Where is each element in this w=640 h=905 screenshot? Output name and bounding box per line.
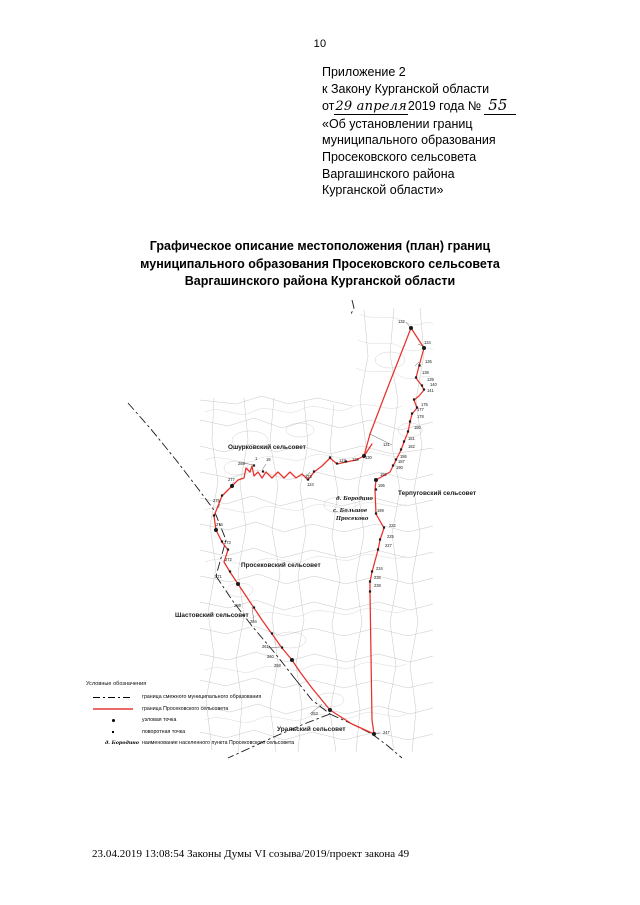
label-bolshoe: с. Большое xyxy=(333,508,368,514)
boundary-point-label: 247 xyxy=(383,730,391,735)
document-footer: 23.04.2019 13:08:54 Законы Думы VI созыв… xyxy=(92,848,410,860)
boundary-map: Ошурковский сельсовет Терпуговский сельс… xyxy=(0,300,640,770)
date-prefix: от xyxy=(322,99,335,114)
boundary-point-label: 199 xyxy=(377,508,385,513)
legend-label-settlement-name: наименование населенного пункта Просеков… xyxy=(142,740,295,747)
boundary-point-label: 195 xyxy=(378,483,386,488)
label-uralsky: Уральский сельсовет xyxy=(277,725,346,733)
legend-item-adjacent-boundary: граница смежного муниципального образова… xyxy=(84,692,384,704)
map-legend: Условные обозначения граница смежного му… xyxy=(84,681,384,749)
label-borodino: д. Бородино xyxy=(336,496,373,502)
label-prosekovo: Просеково xyxy=(335,516,369,522)
boundary-point-label: 274 xyxy=(216,522,224,527)
legend-item-node-point: узловая точка xyxy=(84,715,384,727)
legend-title: Условные обозначения xyxy=(86,681,147,687)
law-name-line-4: Варгашинского района xyxy=(322,166,455,181)
boundary-point-label: 271 xyxy=(215,574,223,579)
boundary-point-label: 258 xyxy=(274,663,282,668)
boundary-point-label: 190 xyxy=(396,465,404,470)
boundary-point-label: 227 xyxy=(385,543,393,548)
boundary-point-label: 234 xyxy=(376,566,384,571)
boundary-point-label: 238 xyxy=(374,583,382,588)
adjacent-boundary-lines xyxy=(127,300,403,759)
settlement-labels: Ошурковский сельсовет Терпуговский сельс… xyxy=(175,443,476,733)
date-middle: 2019 года № xyxy=(407,99,482,114)
handwritten-date: 29 апреля xyxy=(334,99,408,116)
label-shastovsky: Шастовский сельсовет xyxy=(175,611,249,619)
turn-point-icon xyxy=(84,726,142,738)
boundary-point-label: 132 xyxy=(398,319,406,324)
boundary-point-label: 130 xyxy=(365,455,373,460)
boundary-point-label: 127 xyxy=(339,458,347,463)
boundary-point-label: 269 xyxy=(234,603,242,608)
boundary-point-label: 275 xyxy=(213,498,221,503)
boundary-point-label: 124 xyxy=(307,482,315,487)
handwritten-law-number: 55 xyxy=(484,96,517,116)
page-title-line-1: Графическое описание местоположения (пла… xyxy=(149,239,491,253)
settlement-name-sample: д. Бородино xyxy=(104,740,139,747)
red-line-icon xyxy=(84,703,142,715)
legend-label-node-point: узловая точка xyxy=(142,717,177,724)
dash-dot-line-icon xyxy=(84,692,142,704)
node-points xyxy=(214,326,426,736)
boundary-point-label: 177 xyxy=(417,407,425,412)
boundary-point-label: 187 xyxy=(398,459,406,464)
boundary-point-label: 236 xyxy=(374,575,382,580)
law-name-line-2: муниципального образования xyxy=(322,133,496,148)
boundary-point-label: 19 xyxy=(266,457,271,462)
boundary-point-label: 175 xyxy=(421,402,429,407)
boundary-point-label: 272 xyxy=(225,557,233,562)
page-title-line-3: Варгашинского района Курганской области xyxy=(184,274,456,288)
appendix-title-line: Приложение 2 xyxy=(322,65,406,79)
boundary-point-label: 288 xyxy=(238,461,246,466)
boundary-point-label: 253 xyxy=(311,711,319,716)
node-point-icon xyxy=(84,715,142,727)
appendix-header: Приложение 2 к Закону Курганской области… xyxy=(322,64,622,199)
page-title-line-2: муниципального образования Просековского… xyxy=(140,256,500,271)
boundary-point-label: 180 xyxy=(414,425,422,430)
legend-label-turn-point: поворотная точка xyxy=(142,728,186,735)
label-leader-lines xyxy=(217,321,426,735)
law-reference-line: к Закону Курганской области xyxy=(322,81,490,96)
boundary-point-label: 141 xyxy=(427,388,435,393)
boundary-point-label: 136 xyxy=(425,359,433,364)
point-number-labels: 1321341361381391401411751771781801811821… xyxy=(213,319,438,735)
boundary-point-label: 1 xyxy=(255,456,258,461)
page-title: Графическое описание местоположения (пла… xyxy=(70,238,570,291)
law-name-line-5: Курганской области» xyxy=(322,183,444,198)
page-number: 10 xyxy=(313,38,327,50)
law-name-line-3: Просековского сельсовета xyxy=(322,149,477,164)
boundary-point-label: 273 xyxy=(224,540,232,545)
label-oshurkovsky: Ошурковский сельсовет xyxy=(228,443,306,451)
boundary-point-label: 182 xyxy=(408,444,416,449)
village-labels: д. Бородино с. Большое Просеково xyxy=(333,496,373,522)
legend-item-settlement-name: д. Бородино наименование населенного пун… xyxy=(84,738,384,750)
legend-item-prosekovsky-boundary: граница Просековского сельсовета xyxy=(84,703,384,715)
label-prosekovsky: Просековский сельсовет xyxy=(241,561,321,569)
boundary-point-label: 264 xyxy=(250,619,258,624)
legend-label-adjacent-boundary: граница смежного муниципального образова… xyxy=(142,694,262,701)
legend-item-turn-point: поворотная точка xyxy=(84,726,384,738)
boundary-point-label: 131 xyxy=(383,442,391,447)
label-terpugovsky: Терпуговский сельсовет xyxy=(398,489,476,497)
legend-label-prosekovsky-boundary: граница Просековского сельсовета xyxy=(142,705,229,712)
boundary-point-label: 277 xyxy=(228,477,236,482)
boundary-point-label: 178 xyxy=(417,414,425,419)
boundary-point-label: 138 xyxy=(422,370,430,375)
boundary-point-label: 181 xyxy=(408,436,416,441)
prosekovsky-boundary-line xyxy=(213,327,425,735)
boundary-point-label: 134 xyxy=(424,340,432,345)
boundary-point-label: 123 xyxy=(305,474,313,479)
boundary-point-label: 222 xyxy=(389,523,397,528)
boundary-point-label: 260 xyxy=(267,654,275,659)
boundary-point-label: 139 xyxy=(427,377,435,382)
boundary-point-label: 225 xyxy=(387,534,395,539)
boundary-point-label: 192 xyxy=(380,472,388,477)
boundary-point-label: 140 xyxy=(430,382,438,387)
boundary-point-label: 129 xyxy=(352,457,360,462)
boundary-point-label: 186 xyxy=(400,454,408,459)
law-name-line-1: «Об установлении границ xyxy=(322,116,473,131)
boundary-point-label: 261 xyxy=(262,644,270,649)
